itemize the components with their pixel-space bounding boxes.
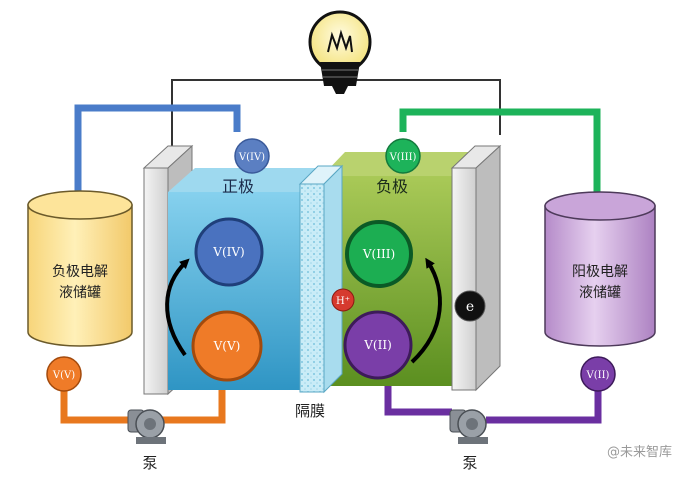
svg-text:V(II): V(II): [363, 338, 392, 352]
svg-text:V(V): V(V): [52, 370, 75, 381]
ion-circle-right-upper: V(III): [345, 220, 413, 288]
light-bulb-icon: [308, 10, 372, 94]
ion-badge-right-top: V(III): [385, 138, 421, 174]
ion-circle-left-upper: V(IV): [194, 217, 264, 287]
right-tank: 阳极电解 液储罐: [544, 191, 656, 347]
ion-badge-right-pipe: V(II): [580, 356, 616, 392]
svg-text:H⁺: H⁺: [336, 296, 350, 307]
ion-circle-right-lower: V(II): [343, 310, 413, 380]
orange-pipe: [60, 388, 226, 424]
right-tank-label-line2: 液储罐: [579, 285, 621, 301]
ion-circle-left-lower: V(V): [191, 310, 263, 382]
pump-left-label: 泵: [142, 454, 157, 472]
membrane: [298, 164, 344, 394]
svg-text:V(III): V(III): [389, 152, 417, 163]
negative-electrode-label: 负极: [376, 177, 408, 196]
watermark: @未来智库: [607, 444, 672, 460]
svg-text:V(II): V(II): [586, 370, 610, 381]
svg-text:e: e: [466, 299, 474, 315]
left-tank-label-line2: 液储罐: [59, 285, 101, 301]
membrane-label: 隔膜: [295, 402, 325, 420]
right-electrode-plate: [450, 144, 502, 392]
green-pipe: [399, 108, 601, 208]
purple-pipe: [384, 385, 602, 424]
left-reaction-arrow-icon: [165, 258, 190, 357]
pump-right-icon: [449, 409, 488, 444]
external-circuit-wire: [171, 79, 501, 148]
pump-right-label: 泵: [462, 454, 477, 472]
svg-text:V(V): V(V): [213, 339, 241, 353]
right-tank-label-line1: 阳极电解: [572, 264, 628, 280]
electron-badge: e: [454, 290, 486, 322]
right-reaction-arrow-icon: [410, 257, 442, 364]
svg-text:V(IV): V(IV): [212, 245, 244, 259]
svg-text:V(IV): V(IV): [238, 152, 265, 163]
proton-badge: H⁺: [331, 288, 355, 312]
blue-pipe: [74, 104, 241, 210]
ion-badge-left-pipe: V(V): [46, 356, 82, 392]
positive-electrode-label: 正极: [222, 177, 254, 196]
svg-text:V(III): V(III): [362, 247, 395, 261]
ion-badge-left-top: V(IV): [234, 138, 270, 174]
left-tank: 负极电解 液储罐: [27, 190, 133, 347]
left-tank-label-line1: 负极电解: [52, 264, 108, 280]
pump-left-icon: [127, 409, 166, 444]
